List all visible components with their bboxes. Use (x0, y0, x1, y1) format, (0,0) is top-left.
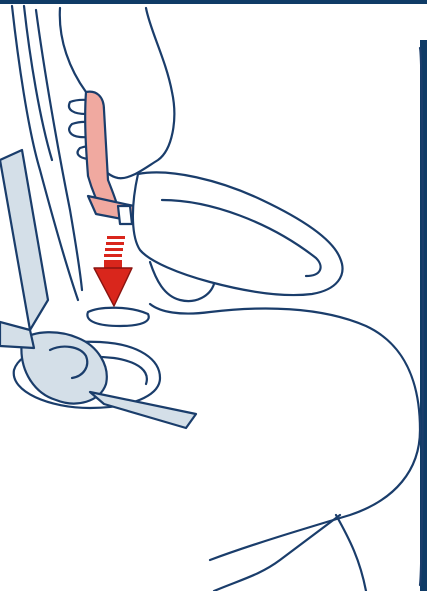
downward-arrow-icon (94, 236, 132, 306)
seat-front-fold (336, 515, 366, 591)
seat-base-outline (150, 304, 420, 560)
buckle-slot (87, 308, 148, 326)
buckle-latch (118, 206, 132, 224)
